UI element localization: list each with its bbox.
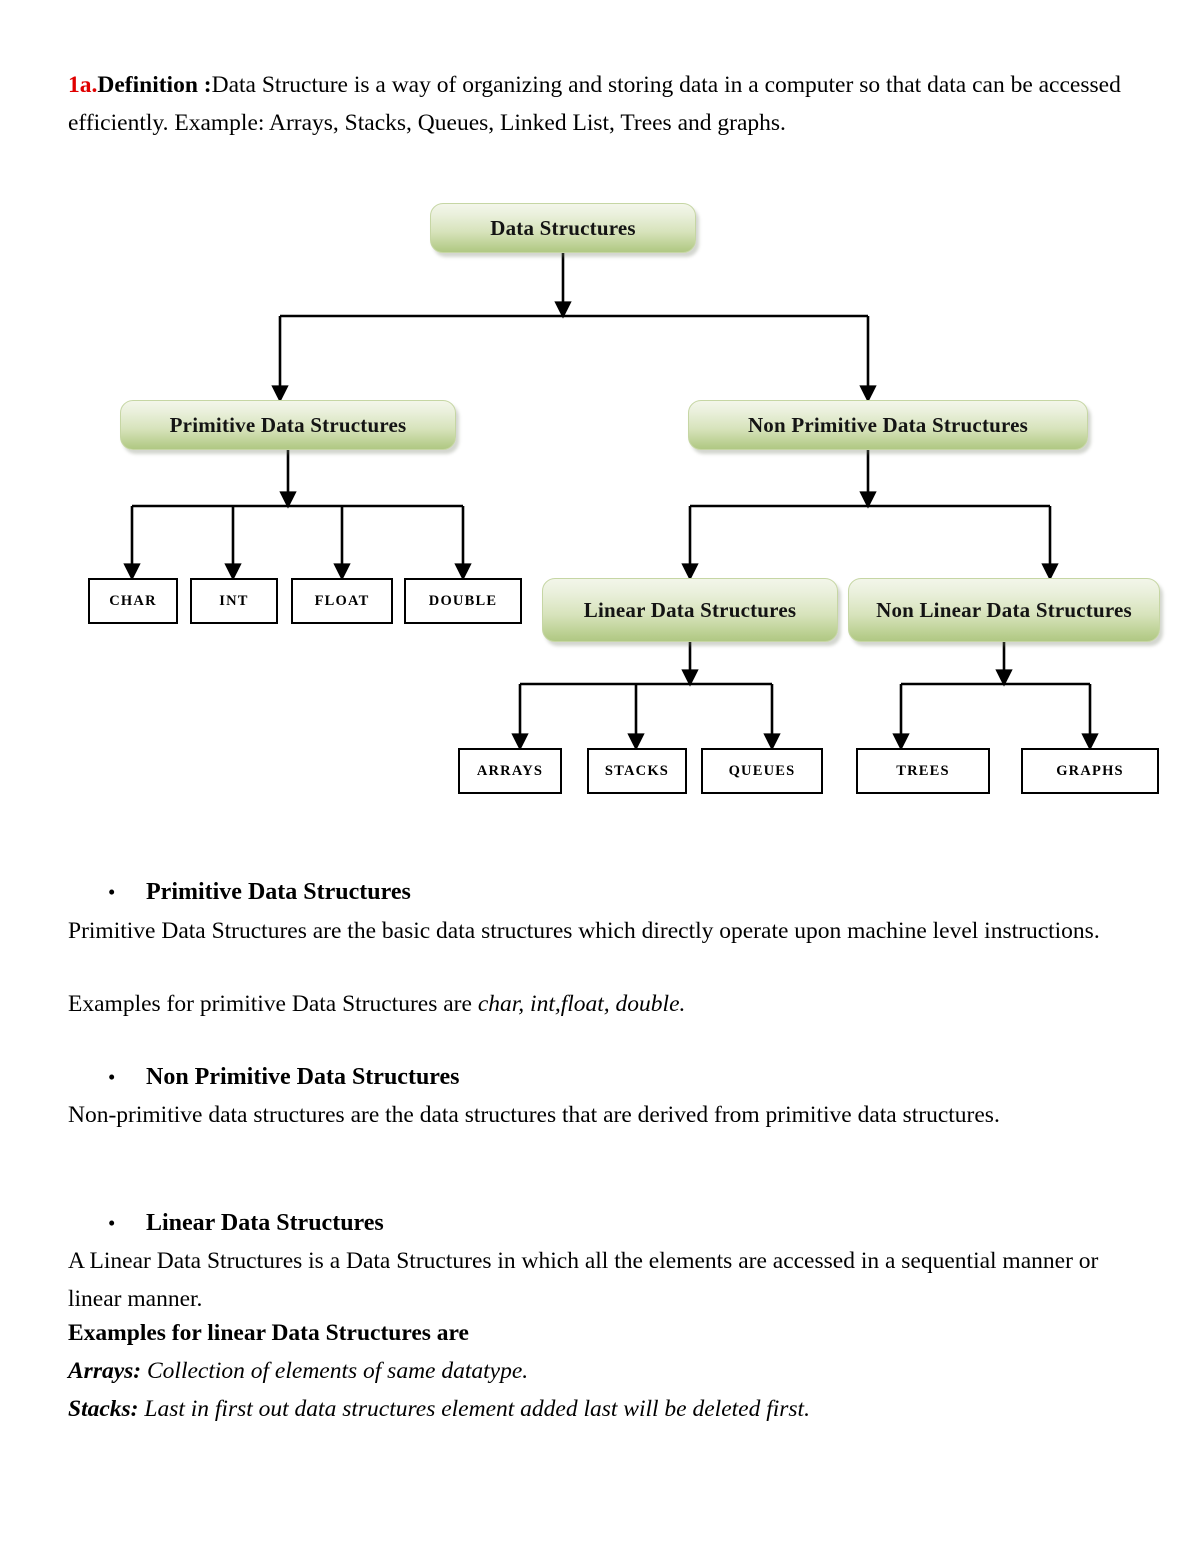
bullet-icon: • [108, 1065, 116, 1089]
linear-example-arrays: Arrays: Collection of elements of same d… [68, 1352, 1133, 1390]
bullet-label: Linear Data Structures [146, 1210, 384, 1236]
question-number: 1a. [68, 72, 98, 98]
bullet-non-primitive-data-structures: • Non Primitive Data Structures [68, 1058, 1133, 1097]
node-char[interactable]: CHAR [88, 578, 178, 624]
node-linear-data-structures[interactable]: Linear Data Structures [542, 578, 838, 642]
linear-examples-heading-wrap: Examples for linear Data Structures are [68, 1314, 1133, 1352]
primitive-paragraph-text: Primitive Data Structures are the basic … [68, 918, 1100, 944]
example-term-stacks: Stacks: [68, 1396, 139, 1422]
node-non-linear-data-structures[interactable]: Non Linear Data Structures [848, 578, 1160, 642]
node-label: STACKS [604, 762, 670, 779]
node-label: Non Linear Data Structures [876, 597, 1132, 622]
example-definition-arrays: Collection of elements of same datatype. [141, 1358, 529, 1384]
node-float[interactable]: FLOAT [291, 578, 393, 624]
linear-examples-heading: Examples for linear Data Structures are [68, 1320, 469, 1346]
node-label: Primitive Data Structures [169, 412, 407, 437]
node-non-primitive-data-structures[interactable]: Non Primitive Data Structures [688, 400, 1088, 450]
primitive-examples: Examples for primitive Data Structures a… [68, 985, 1133, 1023]
non-primitive-paragraph: Non-primitive data structures are the da… [68, 1096, 1133, 1134]
example-definition-stacks: Last in first out data structures elemen… [138, 1396, 810, 1422]
example-term-arrays: Arrays: [68, 1358, 142, 1384]
node-label: FLOAT [314, 592, 370, 609]
node-queues[interactable]: QUEUES [701, 748, 823, 794]
non-primitive-paragraph-text: Non-primitive data structures are the da… [68, 1102, 1000, 1128]
node-trees[interactable]: TREES [856, 748, 990, 794]
node-label: Data Structures [490, 215, 636, 240]
node-label: Non Primitive Data Structures [747, 412, 1029, 437]
bullet-label: Non Primitive Data Structures [146, 1064, 460, 1090]
bullet-label: Primitive Data Structures [146, 879, 411, 905]
node-stacks[interactable]: STACKS [587, 748, 687, 794]
linear-example-stacks: Stacks: Last in first out data structure… [68, 1390, 1133, 1428]
bullet-icon: • [108, 1211, 116, 1235]
bullet-linear-data-structures: • Linear Data Structures [68, 1204, 1133, 1243]
primitive-examples-prefix: Examples for primitive Data Structures a… [68, 991, 478, 1017]
node-arrays[interactable]: ARRAYS [458, 748, 562, 794]
node-double[interactable]: DOUBLE [404, 578, 522, 624]
definition-body: Data Structure is a way of organizing an… [68, 72, 1121, 137]
node-label: Linear Data Structures [583, 597, 797, 622]
node-primitive-data-structures[interactable]: Primitive Data Structures [120, 400, 456, 450]
node-label: TREES [896, 762, 950, 779]
node-data-structures[interactable]: Data Structures [430, 203, 696, 253]
linear-paragraph: A Linear Data Structures is a Data Struc… [68, 1242, 1133, 1318]
bullet-primitive-data-structures: • Primitive Data Structures [68, 873, 1133, 912]
connector-lines [123, 253, 1099, 751]
bullet-icon: • [108, 880, 116, 904]
node-label: CHAR [109, 592, 157, 609]
node-int[interactable]: INT [190, 578, 278, 624]
linear-paragraph-text: A Linear Data Structures is a Data Struc… [68, 1248, 1099, 1313]
node-graphs[interactable]: GRAPHS [1021, 748, 1159, 794]
node-label: GRAPHS [1056, 762, 1124, 779]
node-label: QUEUES [728, 762, 796, 779]
definition-paragraph: 1a.Definition :Data Structure is a way o… [68, 66, 1133, 142]
node-label: ARRAYS [476, 762, 544, 779]
node-label: DOUBLE [428, 592, 498, 609]
node-label: INT [219, 592, 249, 609]
primitive-examples-italic: char, int,float, double. [477, 991, 686, 1017]
primitive-paragraph: Primitive Data Structures are the basic … [68, 912, 1133, 950]
definition-term: Definition : [97, 72, 212, 98]
